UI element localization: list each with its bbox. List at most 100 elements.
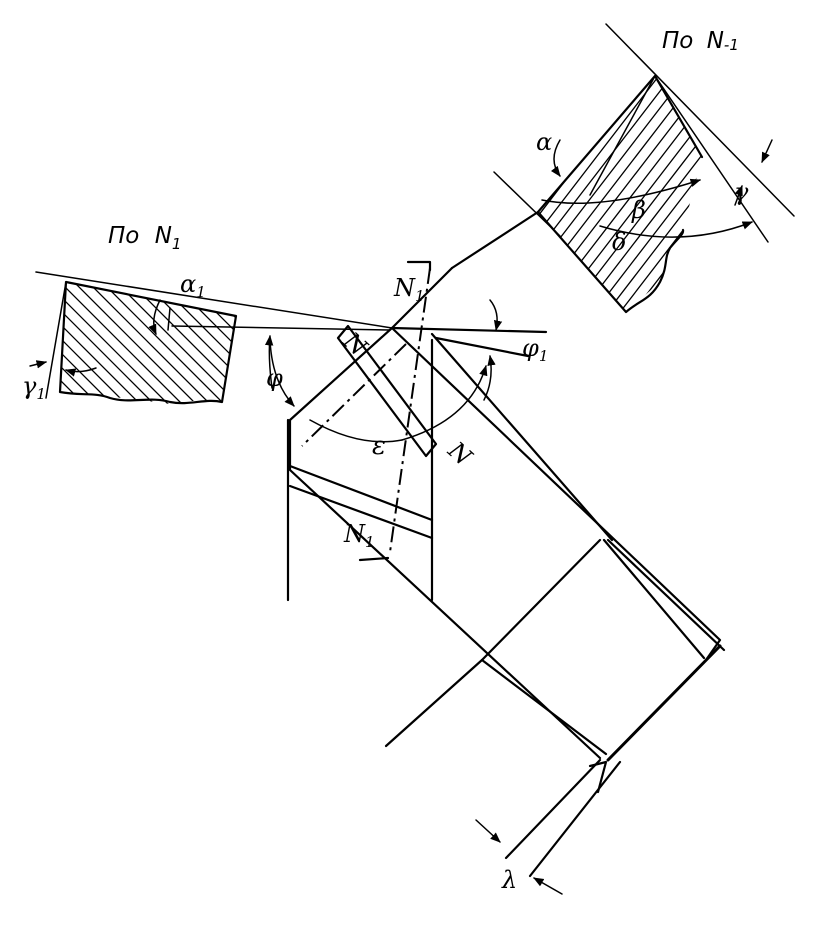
shank-left-edge [384,658,484,748]
beta-arc [541,178,702,204]
label-beta: β [631,196,646,224]
hatch-line [796,60,817,320]
hatch-line [587,76,702,312]
hatch-line [574,76,702,312]
alpha-arc [550,139,561,177]
hatch-line [809,60,817,320]
hatch-line [244,270,394,420]
hatch-line [538,76,607,312]
section-left-alpha-line [167,307,171,331]
shank-right-edge [606,644,722,762]
workpiece-band-top [288,464,434,522]
hatch-line [60,282,157,404]
hatch-line [705,60,817,320]
section-left-rake-line [35,271,393,329]
hatch-line [613,76,702,312]
label-gamma1: γ1 [22,372,46,403]
hatch-line [0,270,2,420]
hatch-line [538,270,688,420]
tool-shank-chamfer [602,538,706,660]
hatch-line [0,60,151,320]
hatch-line [552,270,702,420]
hatch-line [538,76,672,312]
hatch-line [107,60,307,320]
label-N1-bottom: N1 [343,520,375,551]
hatch-line [770,60,817,320]
hatch-line [691,76,702,312]
section-left-reference-line [171,325,391,331]
hatch-line [29,60,229,320]
hatch-line [0,60,73,320]
phi1-arc-top [489,299,503,332]
label-delta: δ [612,228,626,256]
phi-arc [269,339,295,407]
normal-section-line-ext [450,210,540,270]
tool-main-edge [288,326,602,760]
hatch-line [315,60,515,320]
hatch-line [0,270,16,420]
tool-shank-end [606,538,726,652]
section-left-gamma-arrow [64,367,97,377]
hatch-line [566,270,716,420]
N1-projection-line [389,267,431,553]
section-right-heading: По N-1 [662,28,739,54]
hatch-line [594,270,744,420]
N1-bottom-bracket [358,556,390,562]
hatch-line [89,282,236,404]
hatch-line [538,76,542,312]
hatch-line [744,60,817,320]
hatch-line [468,270,618,420]
phi-arc-top [264,334,274,389]
hatch-line [146,60,346,320]
tool-top-reference [390,326,548,334]
hatch-line [370,270,520,420]
lambda-left-edge [504,758,602,860]
hatch-line [289,60,489,320]
gamma1-arrow [29,360,48,369]
normal-section-line [390,266,454,330]
hatch-line [600,76,702,312]
tool-shank-cross [480,538,602,662]
hatch-line [198,60,398,320]
hatch-line [538,76,646,312]
hatch-line [0,60,164,320]
label-lambda: λ [501,866,517,894]
label-alpha: α [536,128,552,156]
hatch-line [61,282,213,404]
hatch-line [263,60,463,320]
hatch-line [440,270,590,420]
hatch-line [55,60,255,320]
hatch-line [548,76,702,312]
gamma-arrow-bottom [734,185,743,206]
section-left-outline [58,280,238,405]
tool-shank-inner [430,332,614,542]
hatch-line [0,60,21,320]
lambda-arrow-top [475,819,501,843]
hatch-line [42,60,242,320]
hatch-line [0,60,125,320]
hatch-line [538,76,594,312]
workpiece-band-bottom [288,484,434,540]
normal-plane-frame [336,324,438,458]
delta-arc [599,221,753,238]
label-phi: φ [266,364,283,392]
alpha1-arc [148,299,161,335]
hatch-line [496,270,646,420]
hatch-line [60,282,115,404]
hatch-line [172,60,372,320]
phi1-reference [434,336,530,358]
lambda-right-edge [528,760,622,878]
hatch-line [608,270,758,420]
hatch-line [0,60,8,320]
hatch-line [538,76,702,312]
label-phi1: φ1 [522,334,548,365]
tool-plan-view: N1 N1 N N φ φ1 ε λ [264,210,726,895]
tool-auxiliary-edge [390,326,722,662]
hatch-line [538,76,555,312]
hatch-line [131,282,236,404]
hatch-line [3,60,203,320]
hatch-line [757,60,817,320]
hatch-line [650,270,800,420]
hatch-line [0,60,60,320]
